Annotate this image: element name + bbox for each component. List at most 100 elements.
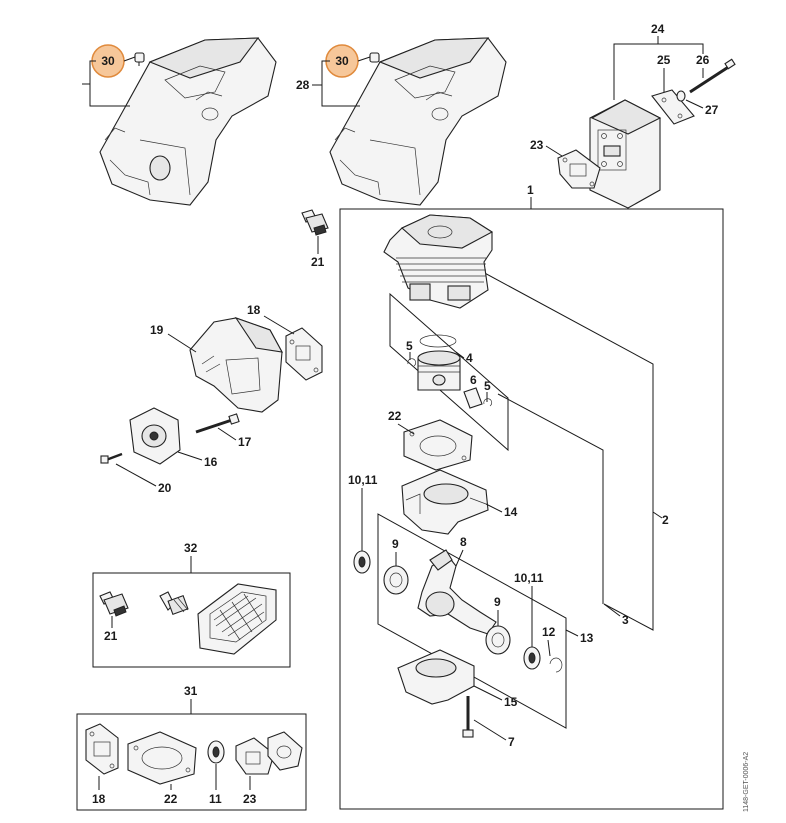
label-23a: 23 — [530, 138, 544, 152]
gasket-18b — [85, 723, 119, 775]
crankshaft-8 — [417, 549, 497, 635]
leader-23a — [545, 145, 563, 157]
leader-15 — [473, 685, 503, 701]
leader-30a — [123, 56, 136, 62]
fuel-filter — [159, 591, 189, 616]
bearing-9b — [485, 625, 511, 655]
leader-12 — [547, 639, 551, 657]
leader-7 — [473, 719, 507, 741]
label-15: 15 — [504, 695, 518, 709]
label-5b: 5 — [484, 379, 491, 393]
label-3: 3 — [622, 613, 629, 627]
label-11: 11 — [209, 792, 222, 806]
label-25: 25 — [657, 53, 671, 67]
leader-16 — [177, 451, 203, 461]
screw-30b — [369, 52, 380, 63]
washer-27 — [676, 90, 686, 102]
bearing-9a — [383, 565, 409, 595]
seal-10-11a — [353, 550, 371, 574]
label-20: 20 — [158, 481, 172, 495]
crankcase-half-15 — [397, 649, 475, 705]
doc-code: 1148-GET-0006-A2 — [743, 752, 750, 812]
label-21b: 21 — [104, 629, 118, 643]
leader-22a — [397, 423, 415, 435]
shroud-right — [329, 37, 507, 206]
leader-3 — [497, 393, 604, 604]
seal-11 — [207, 740, 225, 764]
label-6: 6 — [470, 373, 477, 387]
label-14: 14 — [504, 505, 518, 519]
screw-30a — [134, 52, 145, 66]
muffler — [589, 99, 662, 209]
leader-18a — [263, 315, 295, 335]
gasket-23c — [267, 731, 303, 771]
screw-7 — [462, 696, 474, 738]
circlip-12 — [549, 657, 563, 673]
label-8: 8 — [460, 535, 467, 549]
muffler-bolt-26 — [689, 58, 736, 94]
piston-pin-6 — [463, 387, 483, 409]
leader-2 — [467, 263, 654, 631]
label-31: 31 — [184, 684, 198, 698]
label-1: 1 — [527, 183, 534, 197]
muffler-gasket-23 — [557, 149, 601, 189]
circlip-5b — [483, 398, 493, 407]
flange-16 — [129, 407, 181, 465]
screw-20 — [100, 452, 123, 464]
shroud-left — [99, 37, 277, 206]
label-22b: 22 — [164, 792, 178, 806]
crankcase-14 — [401, 469, 489, 535]
leader-14 — [485, 503, 503, 513]
piston-4 — [417, 350, 461, 391]
label-5a: 5 — [406, 339, 413, 353]
leader-20 — [115, 463, 157, 487]
label-17: 17 — [238, 435, 252, 449]
leader-27 — [685, 99, 704, 109]
label-23b: 23 — [243, 792, 257, 806]
piston-ring-4 — [419, 334, 457, 348]
label-28: 28 — [296, 78, 310, 92]
label-22a: 22 — [388, 409, 402, 423]
manifold-19 — [189, 316, 284, 413]
label-27: 27 — [705, 103, 719, 117]
muffler-plate-25 — [651, 89, 695, 125]
label-30b: 30 — [335, 54, 349, 68]
leader-3-tick — [603, 603, 621, 617]
label-19: 19 — [150, 323, 164, 337]
box-piston-set — [389, 292, 509, 452]
label-24: 24 — [651, 22, 665, 36]
gasket-18a — [285, 327, 323, 381]
cylinder — [383, 214, 494, 309]
leader-17 — [217, 427, 237, 441]
label-1011a: 10,11 — [348, 473, 378, 487]
leader-13 — [565, 629, 579, 637]
label-18a: 18 — [247, 303, 261, 317]
label-13: 13 — [580, 631, 594, 645]
spark-plug-21a — [301, 209, 329, 236]
leader-2-tick — [652, 511, 663, 519]
label-7: 7 — [508, 735, 515, 749]
label-4: 4 — [466, 351, 473, 365]
label-32: 32 — [184, 541, 198, 555]
leader-30b — [357, 56, 371, 62]
seal-10-11b — [523, 646, 541, 670]
bracket-28 — [321, 60, 360, 107]
label-16: 16 — [204, 455, 218, 469]
label-18b: 18 — [92, 792, 106, 806]
cylinder-gasket-22 — [403, 419, 473, 471]
leader-8 — [455, 549, 464, 567]
bolt-17 — [195, 413, 240, 434]
leader-19 — [167, 333, 197, 353]
label-26: 26 — [696, 53, 710, 67]
air-filter — [197, 583, 277, 655]
label-2: 2 — [662, 513, 669, 527]
label-9b: 9 — [494, 595, 501, 609]
label-30a: 30 — [101, 54, 115, 68]
label-1011b: 10,11 — [514, 571, 544, 585]
label-9a: 9 — [392, 537, 399, 551]
gasket-23b — [235, 737, 275, 775]
box-assembly-1 — [339, 208, 724, 810]
spark-plug-21b — [99, 591, 129, 617]
label-12: 12 — [542, 625, 556, 639]
